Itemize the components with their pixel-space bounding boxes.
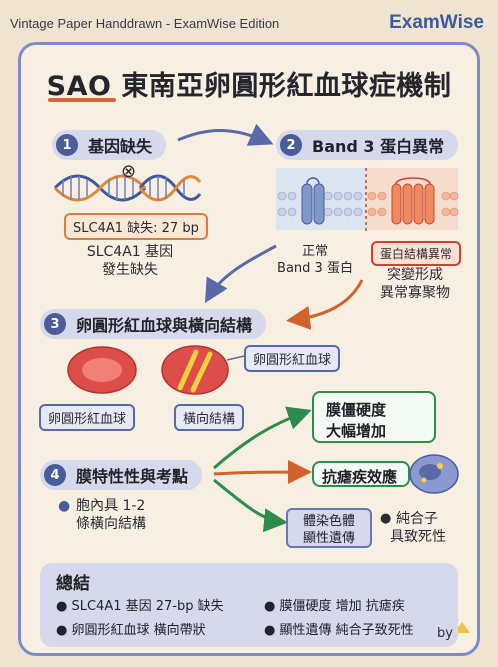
homo-dot: ● [380,511,392,526]
step-1-label: 基因缺失 [88,137,153,156]
arrow-1-to-2 [177,123,274,146]
summary-item-3: 卵圓形紅血球 橫向帶狀 [71,623,206,638]
title-underline [48,98,116,102]
top-bar: Vintage Paper Handdrawn - ExamWise Editi… [0,0,498,40]
summary-heading: 總結 [56,574,90,594]
abnormal-line2: 異常寡聚物 [380,285,450,301]
bullet-line2: 條橫向結構 [76,516,146,532]
step-1-number: 1 [56,134,78,156]
rigidity-box: 膜僵硬度 大幅增加 [312,391,436,443]
leader-line [226,355,245,361]
inheritance-box: 體染色體 顯性遺傳 [286,508,372,548]
parasite-icon [409,454,459,494]
step-1-pill: 1 基因缺失 [52,130,167,160]
arrow-to-malaria [213,460,312,485]
step-3-number: 3 [44,313,66,335]
step-2-pill: 2 Band 3 蛋白異常 [276,130,459,160]
homo-line1: 純合子 [396,511,438,527]
step-3-pill: 3 卵圓形紅血球與橫向結構 [40,309,267,339]
banded-rbc-icon [161,345,229,395]
summary-item-1: SLC4A1 基因 27-bp 缺失 [71,599,224,614]
summary-item: ● 膜僵硬度 增加 抗瘧疾 [264,599,405,614]
bullet-line1: 胞內具 1-2 [76,498,146,514]
normal-label-line1: 正常 [301,244,328,259]
homo-line2: 具致死性 [390,529,446,545]
step-4-number: 4 [44,464,66,486]
summary-item: ● SLC4A1 基因 27-bp 缺失 [56,599,224,614]
arrow-abnormal-to-3 [286,279,364,330]
rigidity-line2: 大幅增加 [326,422,387,440]
summary-item: ● 卵圓形紅血球 橫向帶狀 [56,623,206,638]
page-title: SAO 東南亞卵圓形紅血球症機制 [46,71,452,102]
band-structure-label: 橫向結構 [174,404,245,431]
deletion-mark-icon: ⊗ [121,161,137,182]
normal-label-line2: Band 3 蛋白 [277,261,353,276]
by-label: by [437,626,453,641]
step-3-label: 卵圓形紅血球與橫向結構 [76,316,253,335]
subtitle: Vintage Paper Handdrawn - ExamWise Editi… [10,16,280,31]
summary-item-2: 膜僵硬度 增加 抗瘧疾 [279,599,405,614]
step1-caption-line2: 發生缺失 [102,262,158,278]
dna-helix-icon [53,174,202,202]
malaria-box: 抗瘧疾效應 [312,461,410,487]
arrow-to-rigidity [213,406,312,470]
oval-rbc-label: 卵圓形紅血球 [39,404,136,431]
arrow-normal-to-3 [204,244,277,304]
oval-rbc-icon [67,346,137,394]
membrane-icon [276,168,459,232]
arrow-to-inheritance [213,478,288,533]
step-2-label: Band 3 蛋白異常 [312,137,445,156]
step-4-label: 膜特性性與考點 [76,467,189,486]
step1-caption-line1: SLC4A1 基因 [86,244,174,260]
inheritance-line1: 體染色體 [302,514,355,529]
bullet-dot: ● [58,498,71,514]
step-2-number: 2 [280,134,302,156]
step-4-pill: 4 膜特性性與考點 [40,460,203,490]
summary-box: 總結 ● SLC4A1 基因 27-bp 缺失 ● 膜僵硬度 增加 抗瘧疾 ● … [40,563,458,647]
rbc-tag: 卵圓形紅血球 [244,345,341,372]
abnormal-tag: 蛋白結構異常 [371,241,462,266]
abnormal-line1: 突變形成 [387,267,443,283]
brand-logo: ExamWise [389,12,484,33]
summary-item: ● 顯性遺傳 純合子致死性 [264,623,414,638]
summary-item-4: 顯性遺傳 純合子致死性 [279,623,414,638]
inheritance-line2: 顯性遺傳 [302,531,355,546]
rigidity-line1: 膜僵硬度 [326,401,387,419]
logo-mark-icon [454,622,470,633]
mutation-tag: SLC4A1 缺失: 27 bp [64,213,208,240]
